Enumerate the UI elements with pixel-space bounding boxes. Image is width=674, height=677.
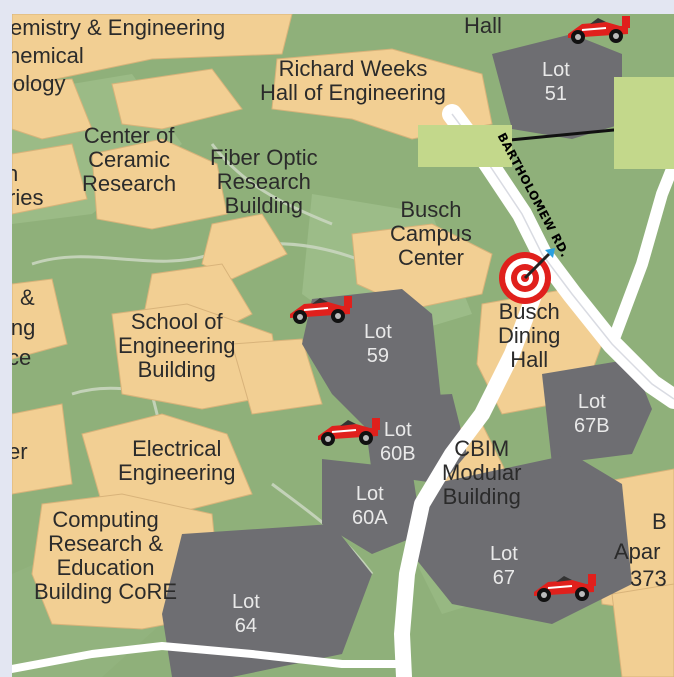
label-school-of-engineering: School of Engineering Building xyxy=(118,309,236,382)
overlay-panel-right xyxy=(614,77,674,169)
overlay-panel-left xyxy=(418,125,512,167)
lot-60a-label: Lot 60A xyxy=(352,483,388,529)
label-right-apar: Apar xyxy=(614,539,661,564)
lot-67-label: Lot 67 xyxy=(490,543,518,589)
label-left-amp: & xyxy=(20,285,35,310)
lot-67b-label: Lot 67B xyxy=(574,391,610,437)
map-base xyxy=(12,14,674,677)
label-right-b: B xyxy=(652,509,667,534)
lot-51-label: Lot 51 xyxy=(542,59,570,105)
bullseye-target-icon[interactable] xyxy=(495,242,561,308)
lot-59-label: Lot 59 xyxy=(364,321,392,367)
race-car-icon[interactable] xyxy=(312,414,384,448)
label-left-er: er xyxy=(12,439,28,464)
label-right-373: 373 xyxy=(630,566,667,591)
race-car-icon[interactable] xyxy=(528,570,600,604)
label-busch-dining-hall: Busch Dining Hall xyxy=(498,299,561,372)
label-left-ce: ce xyxy=(12,345,32,370)
race-car-icon[interactable] xyxy=(562,14,634,46)
label-cbim: CBIM Modular Building xyxy=(442,436,522,509)
label-richard-weeks: Richard Weeks Hall of Engineering xyxy=(260,56,446,105)
label-ceramic-research: Center of Ceramic Research xyxy=(82,123,177,196)
label-chemistry-line1: emistry & Engineering xyxy=(12,15,226,40)
label-electrical-engineering: Electrical Engineering xyxy=(118,436,236,485)
label-left-ing: ing xyxy=(12,315,36,340)
label-busch-campus-center: Busch Campus Center xyxy=(390,197,472,270)
lot-64-label: Lot 64 xyxy=(232,591,260,637)
label-fiber-optic: Fiber Optic Research Building xyxy=(210,145,318,218)
label-core: Computing Research & Education Building … xyxy=(34,507,178,604)
lot-60b-label: Lot 60B xyxy=(380,419,416,465)
label-hall-top: Hall xyxy=(464,14,502,38)
race-car-icon[interactable] xyxy=(284,292,356,326)
campus-map[interactable]: emistry & Engineering hemical iology Hal… xyxy=(12,14,674,677)
label-chemistry-line2: hemical xyxy=(12,43,84,68)
label-left-ries: ries xyxy=(12,185,44,210)
label-left-h: h xyxy=(12,161,19,186)
label-chemistry-line3: iology xyxy=(12,71,66,96)
